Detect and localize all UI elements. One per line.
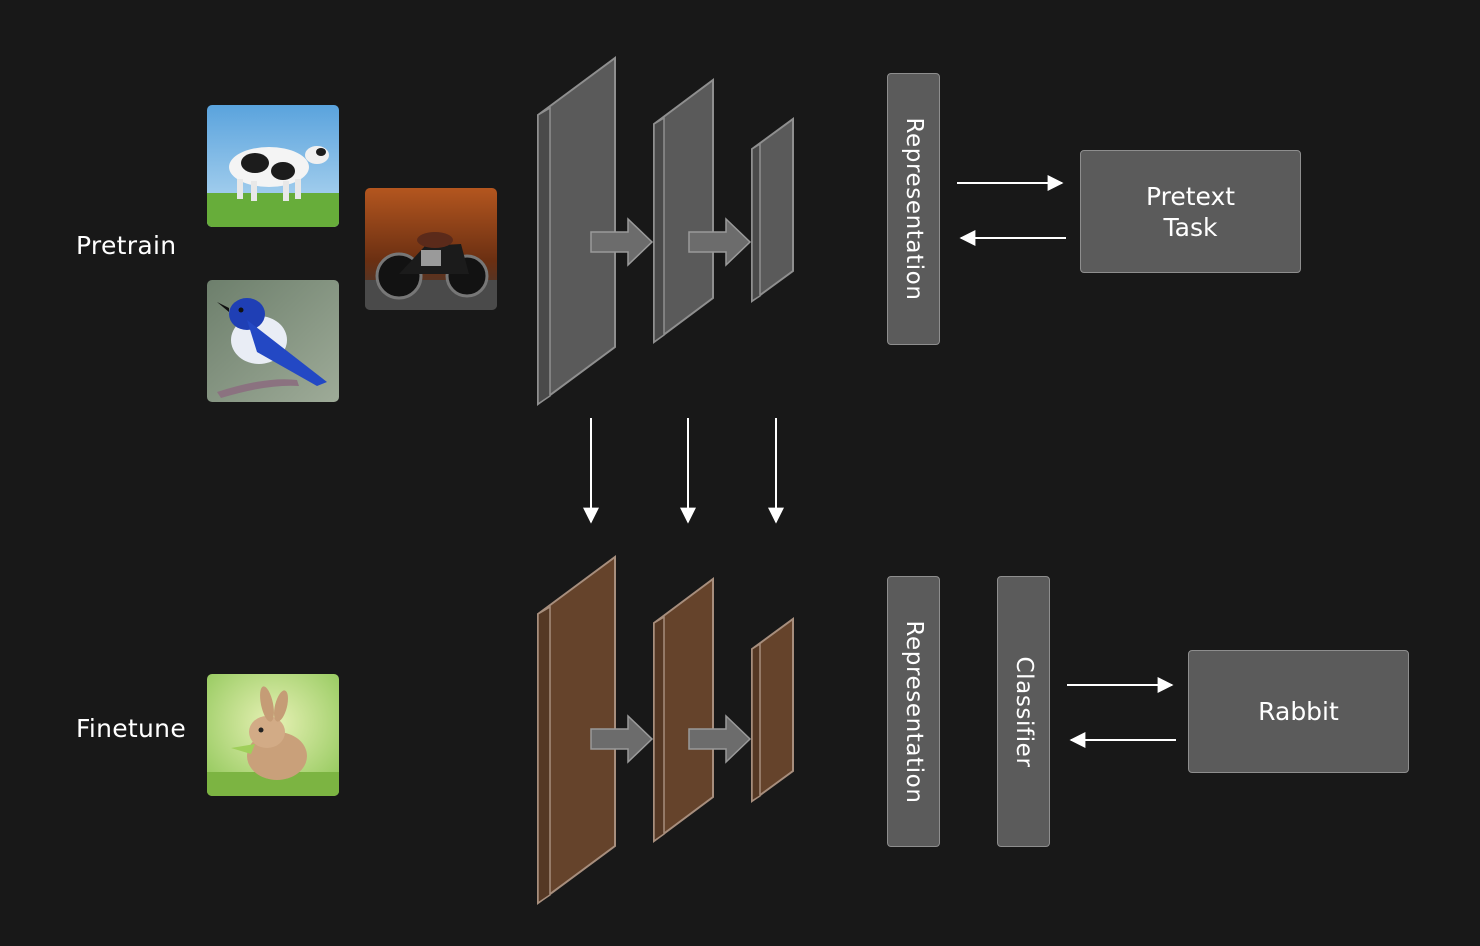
classifier: Classifier <box>997 576 1050 847</box>
finetune-encoder <box>537 555 794 905</box>
finetune-layer-1 <box>537 555 616 905</box>
pretrain-label: Pretrain <box>76 231 177 260</box>
pretrain-representation-label: Representation <box>900 117 927 301</box>
finetune-layer-2 <box>653 577 714 843</box>
motorcycle-image <box>365 188 497 310</box>
pretrain-layer-2 <box>653 78 714 344</box>
bird-image <box>207 280 339 402</box>
pretrain-flow-arrow-1 <box>590 217 654 267</box>
pretrain-layer-1 <box>537 56 616 406</box>
finetune-representation-label: Representation <box>900 619 927 804</box>
pretrain-flow-arrow-2 <box>688 217 752 267</box>
finetune-layer-3 <box>751 617 794 803</box>
finetune-label: Finetune <box>76 714 187 743</box>
finetune-flow-arrow-2 <box>688 714 752 764</box>
pretrain-encoder <box>537 56 794 406</box>
classifier-label: Classifier <box>1010 656 1037 767</box>
weight-transfer-arrows <box>583 418 784 524</box>
rabbit-image <box>207 674 339 796</box>
finetune-representation: Representation <box>887 576 940 847</box>
cow-image <box>207 105 339 227</box>
pretrain-layer-3 <box>751 117 794 303</box>
output-label: Rabbit <box>1258 697 1339 726</box>
pretext-task-line-1: Pretext <box>1145 181 1236 211</box>
pretext-task-box: Pretext Task <box>1080 150 1301 273</box>
pretext-task-line-2: Task <box>1163 212 1218 242</box>
finetune-flow-arrow-1 <box>590 714 654 764</box>
pretrain-representation: Representation <box>887 73 940 345</box>
output-box: Rabbit <box>1188 650 1409 773</box>
